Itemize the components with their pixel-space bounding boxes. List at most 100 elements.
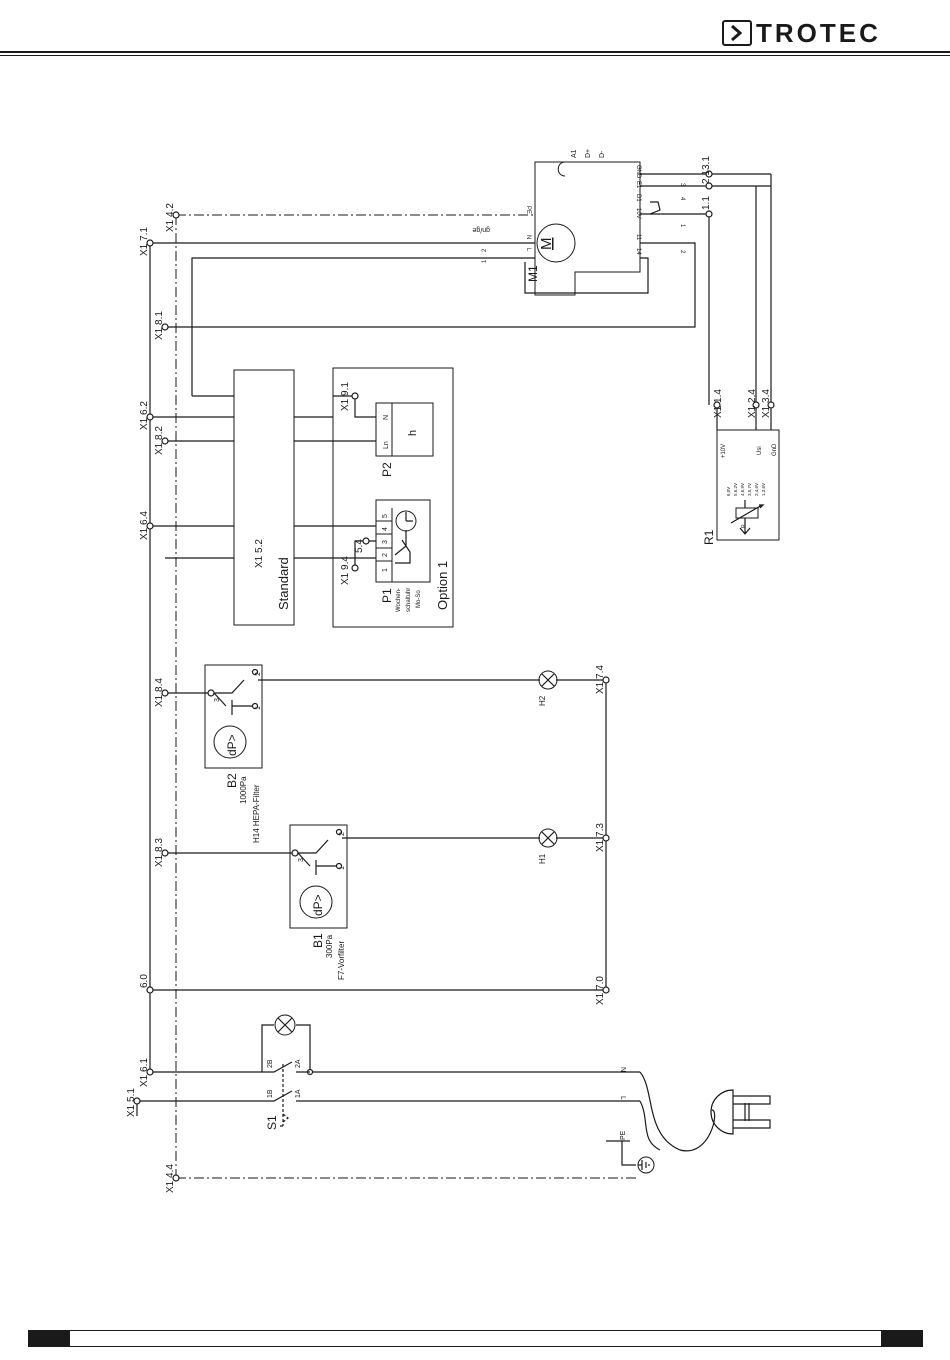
h1-name: H1 xyxy=(538,853,547,864)
terminal-labels: X1 4.2 X1 7.1 X1 8.1 X1 6.2 X1 8.2 X1 6.… xyxy=(126,156,772,1193)
motor-pin-d1: D1 xyxy=(635,194,641,202)
footer-block-left xyxy=(28,1330,70,1347)
r1-pin-usi: Usi xyxy=(757,446,763,455)
motor-pin-11: 11 xyxy=(635,234,641,241)
b1-pressure-switch: dP> 3 2 1 B1 300Pa F7-Vorfilter xyxy=(289,824,348,980)
motor-wire-num-1b: 1 xyxy=(679,224,685,228)
label-x1-9-1: X1 9.1 xyxy=(340,382,351,411)
lamp-h2: H2 xyxy=(538,670,558,706)
p2-pin-n: N xyxy=(383,415,390,420)
b1-pin-2: 2 xyxy=(339,832,346,836)
option-1-block: Option 1 h N Ln P2 5 4 3 2 1 P1 Wochen- … xyxy=(332,367,454,628)
motor-pin-a1: A1 xyxy=(571,149,578,158)
p1-desc-3: Mo-So xyxy=(416,590,422,608)
p1-desc-1: Wochen- xyxy=(396,588,402,612)
label-x1-4-2: X1 4.2 xyxy=(165,203,176,232)
wires xyxy=(136,173,772,1166)
label-x1-6-2: X1 6.2 xyxy=(139,401,150,430)
label-x1-8-1: X1 8.1 xyxy=(154,311,165,340)
mains-l: L xyxy=(619,1096,626,1100)
label-x1-7-1: X1 7.1 xyxy=(139,227,150,256)
label-x1-8-3: X1 8.3 xyxy=(154,838,165,867)
motor-wire-num-3: 3 xyxy=(679,183,685,187)
h2-name: H2 xyxy=(538,695,547,706)
motor-wire-num-1: 1 xyxy=(482,259,488,263)
label-x1-5-2: X1 5.2 xyxy=(254,539,265,568)
terminals xyxy=(133,170,775,1182)
label-x1-7-4: X1 7.4 xyxy=(595,665,606,694)
p1-pin-1: 1 xyxy=(382,568,389,572)
motor-wire-num-4: 4 xyxy=(679,197,685,201)
b1-rating: 300Pa xyxy=(325,934,334,958)
motor-wire-colour: gn/ge xyxy=(472,226,490,233)
page-header: TROTEC xyxy=(0,0,950,60)
p2-pin-ln: Ln xyxy=(383,441,390,449)
label-x1-8-4: X1 8.4 xyxy=(154,678,165,707)
motor-pin-gnd: GND xyxy=(635,165,641,179)
mains-pe: PE xyxy=(620,1130,627,1140)
b1-desc: F7-Vorfilter xyxy=(337,941,346,980)
mains-n: N xyxy=(619,1067,626,1072)
motor-pin-10v: 10V xyxy=(635,208,641,219)
label-3-1: 3.1 xyxy=(701,156,712,170)
label-x1-7-3: X1 7.3 xyxy=(595,823,606,852)
p1-desc-2: schaltuhr xyxy=(406,588,412,612)
label-x1-6-1: X1 6.1 xyxy=(139,1058,150,1087)
b2-symbol: dP> xyxy=(225,734,239,756)
header-rule-thin xyxy=(0,55,950,56)
label-x1-4-4: X1 4.4 xyxy=(165,1164,176,1193)
b1-pin-3: 3 xyxy=(298,858,305,862)
s1-name: S1 xyxy=(265,1115,279,1130)
r1-scale-2: 5,6,2V xyxy=(733,483,738,496)
motor-pin-dplus: D+ xyxy=(585,149,592,158)
p1-pin-5: 5 xyxy=(382,514,389,518)
brand-mark-icon xyxy=(722,20,752,46)
r1-scale-3: 4,6,9V xyxy=(740,483,745,496)
motor-pin-pe: PE xyxy=(525,206,531,214)
label-6-0: 6.0 xyxy=(139,974,150,988)
page-footer xyxy=(28,1330,923,1347)
label-1-1: 1.1 xyxy=(701,196,712,210)
footer-block-right xyxy=(881,1330,923,1347)
label-x1-5-1: X1 5.1 xyxy=(126,1088,137,1117)
p2-symbol: h xyxy=(407,430,419,436)
b2-pin-3: 3 xyxy=(214,698,221,702)
footer-line xyxy=(70,1330,881,1347)
r1-scale-4: 3,5,7V xyxy=(747,483,752,496)
b2-name: B2 xyxy=(225,773,239,788)
p2-name: P2 xyxy=(380,462,394,477)
label-x1-2-4: X1 2.4 xyxy=(747,389,758,418)
s1-pin-1a: 1A xyxy=(295,1089,302,1098)
motor-pin-n: N xyxy=(525,235,531,239)
motor-pin-14: 14 xyxy=(635,248,641,255)
motor-symbol: M xyxy=(538,238,555,251)
label-x1-1-4: X1 1.4 xyxy=(713,389,724,418)
motor-wire-num-2: 2 xyxy=(482,248,488,252)
option-label: Option 1 xyxy=(435,561,450,610)
label-x1-9-4: X1 9.4 xyxy=(340,556,351,585)
motor-wire-num-2b: 2 xyxy=(679,250,685,254)
trotec-logo: TROTEC xyxy=(722,18,922,48)
b1-symbol: dP> xyxy=(311,894,325,916)
b1-name: B1 xyxy=(311,933,325,948)
r1-pin-gnd: GnD xyxy=(772,443,778,456)
label-2-1: 2.1 xyxy=(701,170,712,184)
s1-pin-2a: 2A xyxy=(295,1059,302,1068)
p1-name: P1 xyxy=(380,588,394,603)
header-rule xyxy=(0,51,950,53)
r1-name: R1 xyxy=(702,529,716,545)
motor-pin-e1: E1 xyxy=(635,181,641,189)
p1-pin-4: 4 xyxy=(382,527,389,531)
b2-rating: 1000Pa xyxy=(239,776,248,804)
b2-pressure-switch: dP> 3 2 1 B2 1000Pa H14 HEPA-Filter xyxy=(204,664,263,843)
main-switch-s1: 2B 2A 1B 1A S1 xyxy=(262,1059,310,1130)
r1-scale-1: 6,0V xyxy=(726,487,731,496)
protective-earth-lines xyxy=(175,214,636,1179)
label-x1-7-0: X1 7.0 xyxy=(595,976,606,1005)
r1-pin-10v: +10V xyxy=(721,444,727,458)
s1-pin-2b: 2B xyxy=(267,1059,274,1068)
p1-pin-2: 2 xyxy=(382,553,389,557)
lamp-s1 xyxy=(274,1014,296,1036)
motor-pin-l: L xyxy=(525,248,531,252)
